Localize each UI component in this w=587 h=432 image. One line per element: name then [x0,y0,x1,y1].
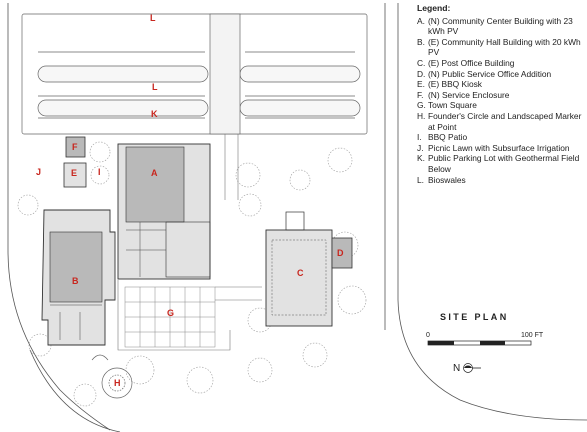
legend-item: L.Bioswales [417,174,466,185]
community-hall-building [41,209,116,346]
label-K: K [151,109,158,119]
legend-item: F.(N) Service Enclosure [417,89,510,100]
label-F: F [72,142,78,152]
label-I: I [98,167,101,177]
bbq-kiosk [63,162,87,188]
scale-start: 0 [426,332,430,339]
community-center-building [117,143,211,280]
label-L-top: L [150,13,156,23]
legend-title: Legend: [417,3,451,13]
legend-item: I.BBQ Patio [417,132,468,143]
town-square [124,286,216,348]
tree-canopies [17,141,367,407]
legend-item: K.Public Parking Lot with Geothermal Fie… [417,153,580,174]
legend: Legend: A.(N) Community Center Building … [417,3,585,185]
walkways [117,134,262,351]
label-G: G [167,308,174,318]
founders-circle [91,354,133,399]
label-H: H [114,378,121,388]
legend-item: C.(E) Post Office Building [417,57,515,68]
label-C: C [297,268,304,278]
legend-item: H.Founder's Circle and Landscaped Marker… [417,110,582,132]
legend-item: G.Town Square [417,100,477,111]
scale-end: 100 FT [521,332,544,339]
north-arrow-icon: N [453,363,481,374]
zone-labels: L L K F J E I A B C D G H [36,13,344,388]
legend-item: E.(E) BBQ Kiosk [417,79,482,90]
legend-item: A.(N) Community Center Building with 23 … [417,15,573,37]
service-enclosure [65,136,86,158]
road-edges [7,3,587,432]
label-B: B [72,276,79,286]
post-office-building [265,211,333,327]
label-A: A [151,168,158,178]
label-J: J [36,167,41,177]
public-service-office-addition [331,237,353,269]
label-L-mid: L [152,82,158,92]
label-E: E [71,168,77,178]
legend-item: D.(N) Public Service Office Addition [417,68,552,79]
label-D: D [337,248,344,258]
legend-item: B.(E) Community Hall Building with 20 kW… [417,36,581,58]
scale-bar: 0 100 FT [426,332,544,346]
parking-lot [21,13,368,135]
site-plan-title: SITE PLAN [440,312,509,322]
legend-item: J.Picnic Lawn with Subsurface Irrigation [417,142,570,153]
north-label: N [453,363,460,374]
